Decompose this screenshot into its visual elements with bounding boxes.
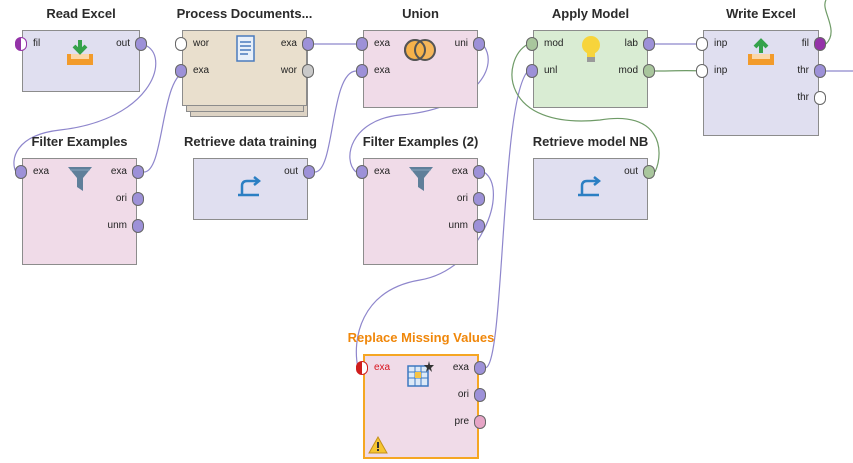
port-label: mod	[618, 65, 638, 76]
operator-apply-model[interactable]: Apply Model mod unl lab mod	[526, 6, 655, 108]
lightbulb-icon	[582, 36, 600, 62]
port-label: wor	[193, 38, 210, 49]
port-label: thr	[797, 92, 809, 103]
output-port-lab[interactable]	[643, 37, 655, 51]
input-port-inp-2[interactable]	[696, 64, 708, 78]
port-label: exa	[374, 65, 391, 76]
warning-triangle-icon[interactable]	[368, 436, 388, 454]
output-port-pre[interactable]	[474, 415, 486, 429]
input-port-exa[interactable]	[15, 165, 27, 179]
operator-union[interactable]: Union exa exa uni	[356, 6, 485, 108]
operator-title: Apply Model	[551, 6, 630, 21]
port-label: uni	[454, 38, 468, 49]
operator-title: Union	[402, 6, 439, 21]
operator-retrieve-data-training[interactable]: Retrieve data training out	[184, 134, 317, 220]
funnel-icon	[68, 167, 92, 191]
output-port-thr[interactable]	[814, 64, 826, 78]
input-port-exa[interactable]	[356, 165, 368, 179]
port-label: exa	[451, 166, 468, 177]
input-port-inp[interactable]	[696, 37, 708, 51]
port-label: exa	[110, 166, 127, 177]
port-label: exa	[374, 38, 391, 49]
output-port-uni[interactable]	[473, 37, 485, 51]
download-tray-icon	[67, 40, 93, 65]
grid-star-icon	[407, 361, 434, 387]
operator-title: Filter Examples (2)	[362, 134, 479, 149]
output-port-ori[interactable]	[132, 192, 144, 206]
port-label: unm	[107, 220, 127, 231]
port-label: unl	[544, 65, 558, 76]
operator-title: Process Documents...	[176, 6, 313, 21]
input-port-exa[interactable]	[175, 64, 187, 78]
port-label: fil	[33, 38, 41, 49]
output-port-thr-2[interactable]	[814, 91, 826, 105]
port-label: ori	[456, 193, 468, 204]
output-port-mod[interactable]	[643, 64, 655, 78]
input-port-exa-2[interactable]	[356, 64, 368, 78]
port-label: out	[624, 166, 638, 177]
port-label: exa	[374, 166, 391, 177]
port-label: wor	[280, 65, 297, 76]
input-port-unl[interactable]	[526, 64, 538, 78]
operator-title: Retrieve model NB	[532, 134, 649, 149]
output-port-exa[interactable]	[132, 165, 144, 179]
port-label: mod	[544, 38, 564, 49]
port-label: exa	[452, 362, 469, 373]
output-port-unm[interactable]	[132, 219, 144, 233]
port-label: exa	[193, 65, 210, 76]
output-port-out[interactable]	[135, 37, 147, 51]
port-label: out	[116, 38, 130, 49]
operator-write-excel[interactable]: Write Excel inp inp fil thr thr	[696, 6, 826, 136]
operator-filter-examples[interactable]: Filter Examples exa exa ori unm	[15, 134, 144, 265]
port-label: pre	[454, 416, 469, 427]
port-label: inp	[714, 65, 728, 76]
port-label: unm	[448, 220, 468, 231]
output-port-unm[interactable]	[473, 219, 485, 233]
input-port-fil[interactable]	[15, 37, 27, 51]
operator-read-excel[interactable]: Read Excel fil out	[15, 6, 147, 92]
venn-union-icon	[404, 39, 436, 61]
operator-retrieve-model-nb[interactable]: Retrieve model NB out	[533, 134, 655, 220]
output-port-out[interactable]	[303, 165, 315, 179]
upload-tray-icon	[748, 38, 774, 65]
operator-replace-missing-values[interactable]: Replace Missing Values exa exa ori pre	[348, 330, 494, 459]
output-port-exa[interactable]	[302, 37, 314, 51]
port-label: ori	[115, 193, 127, 204]
output-port-exa[interactable]	[474, 361, 486, 375]
operator-title: Write Excel	[726, 6, 796, 21]
operator-box[interactable]	[533, 158, 648, 220]
port-label: ori	[457, 389, 469, 400]
port-label: inp	[714, 38, 728, 49]
output-port-ori[interactable]	[474, 388, 486, 402]
input-port-mod[interactable]	[526, 37, 538, 51]
operator-title: Read Excel	[46, 6, 116, 21]
wire-retrieve-to-union	[314, 70, 357, 173]
output-port-wor[interactable]	[302, 64, 314, 78]
output-port-fil[interactable]	[814, 37, 826, 51]
output-port-out[interactable]	[643, 165, 655, 179]
port-label: exa	[280, 38, 297, 49]
input-port-exa[interactable]	[356, 361, 368, 375]
port-label: fil	[801, 38, 809, 49]
output-port-ori[interactable]	[473, 192, 485, 206]
operator-title: Retrieve data training	[184, 134, 317, 149]
operator-title: Replace Missing Values	[347, 330, 495, 345]
funnel-icon	[409, 167, 433, 191]
operator-box[interactable]	[193, 158, 308, 220]
port-label: exa	[374, 362, 391, 373]
port-label: lab	[624, 38, 638, 49]
port-label: thr	[797, 65, 809, 76]
output-port-exa[interactable]	[473, 165, 485, 179]
port-label: out	[284, 166, 298, 177]
document-icon	[236, 35, 255, 62]
input-port-wor[interactable]	[175, 37, 187, 51]
operator-process-documents[interactable]: Process Documents... wor exa exa wor	[175, 6, 314, 106]
retrieve-arrow-icon	[238, 176, 262, 197]
port-label: exa	[33, 166, 50, 177]
operator-title: Filter Examples	[31, 134, 128, 149]
retrieve-arrow-icon	[578, 176, 602, 197]
wire-replace-to-apply	[484, 70, 529, 369]
input-port-exa[interactable]	[356, 37, 368, 51]
operator-filter-examples-2[interactable]: Filter Examples (2) exa exa ori unm	[356, 134, 485, 265]
